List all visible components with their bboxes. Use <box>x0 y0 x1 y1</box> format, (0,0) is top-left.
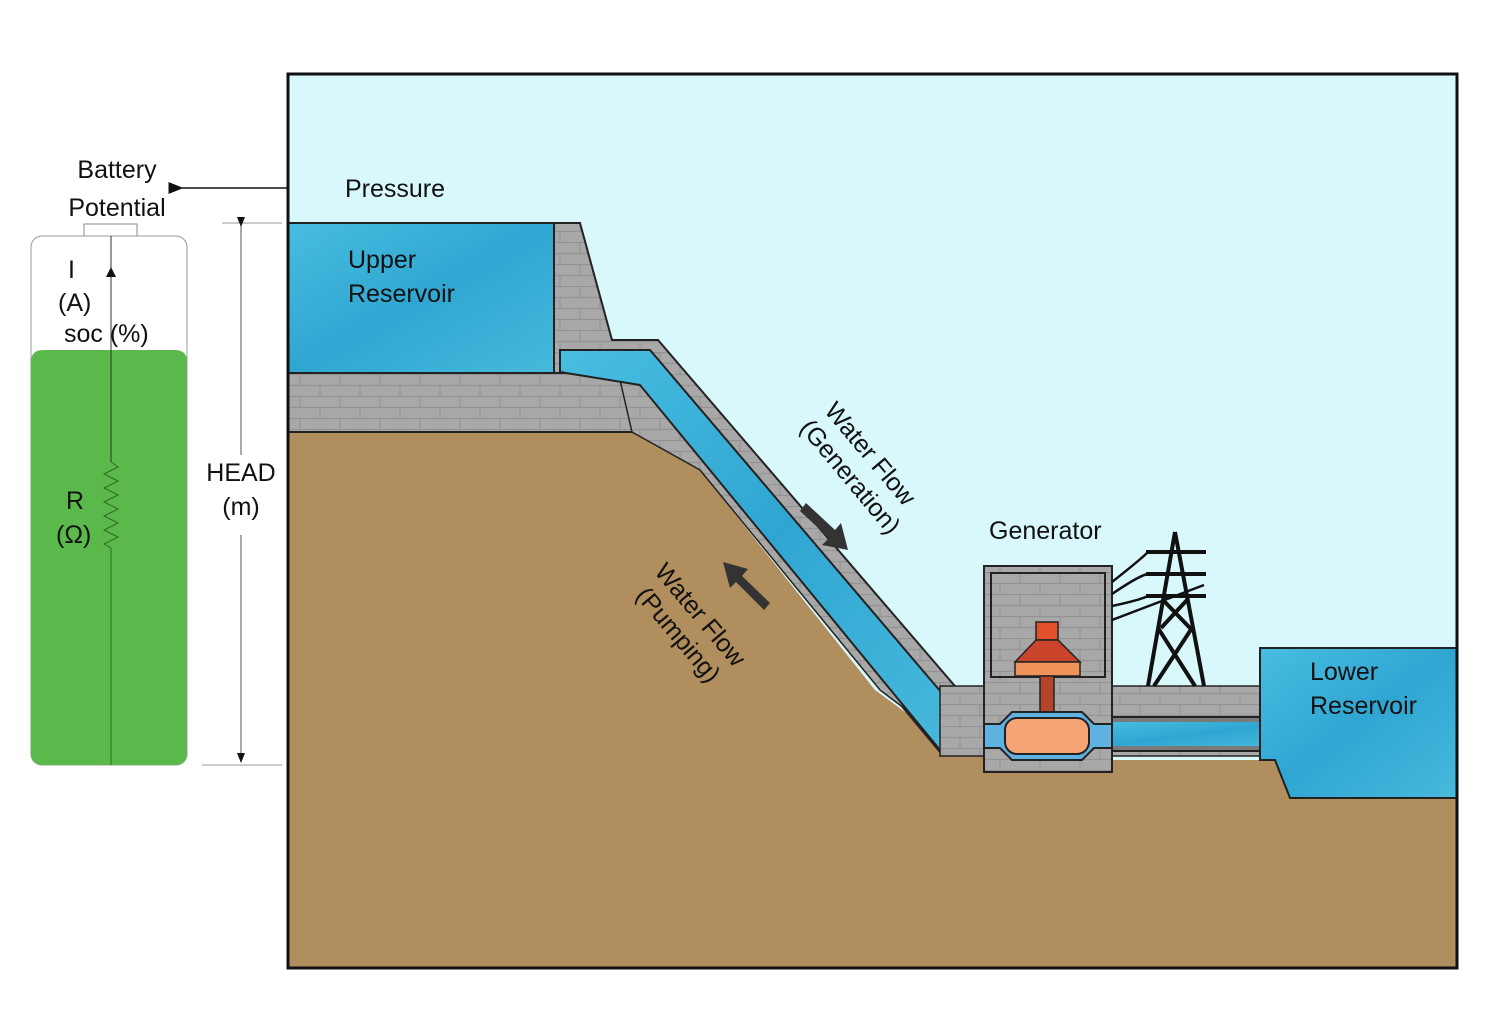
upper-reservoir-label-line2: Reservoir <box>348 280 455 308</box>
transmission-tower-icon <box>1111 531 1206 688</box>
generation-arrow-icon <box>800 503 848 550</box>
scene <box>286 72 1459 970</box>
head-dimension <box>202 217 282 766</box>
battery-icon <box>30 223 188 766</box>
resistance-unit: (Ω) <box>56 521 92 549</box>
pressure-label: Pressure <box>345 175 446 203</box>
lower-reservoir-label-line1: Lower <box>1310 658 1379 686</box>
head-label: HEAD <box>206 459 276 487</box>
head-unit: (m) <box>222 493 260 521</box>
generator-icon <box>1013 621 1082 717</box>
turbine-icon <box>983 711 1113 761</box>
current-label: I <box>68 256 75 284</box>
battery-title-line1: Battery <box>77 156 157 184</box>
lower-reservoir-label-line2: Reservoir <box>1310 692 1417 720</box>
soc-label: soc (%) <box>64 320 149 348</box>
current-unit: (A) <box>58 289 92 317</box>
battery-title-line2: Potential <box>68 194 166 222</box>
pumping-arrow-icon <box>723 562 770 610</box>
generator-label: Generator <box>989 517 1102 545</box>
upper-reservoir-label-line1: Upper <box>348 246 417 274</box>
resistance-label: R <box>66 487 85 515</box>
